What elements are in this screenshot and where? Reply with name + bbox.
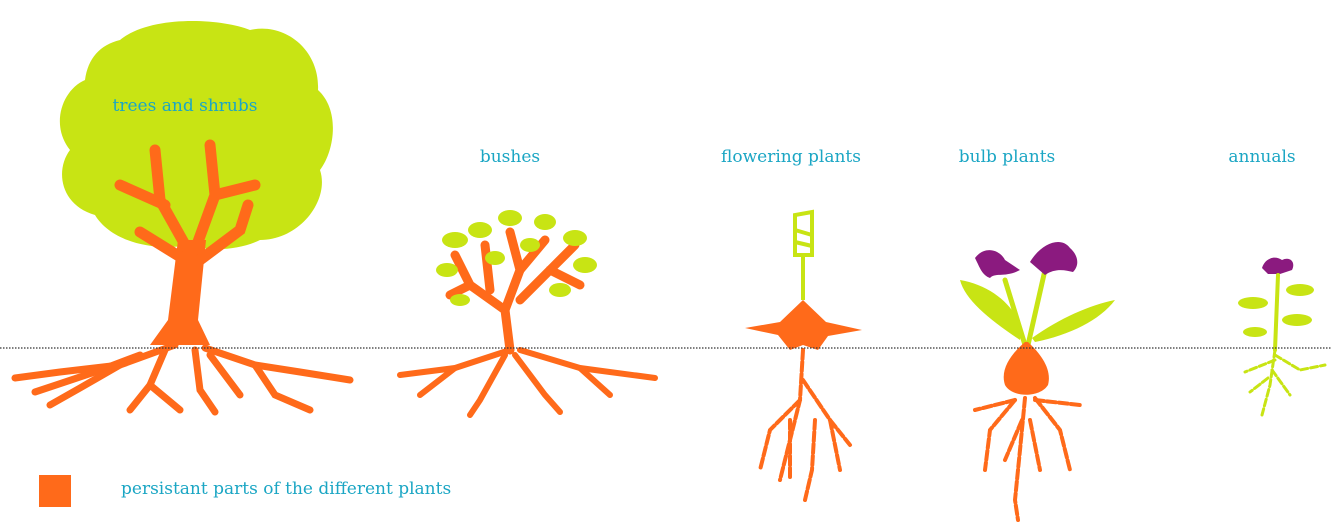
tree-illustration: [15, 21, 350, 412]
legend-label: persistant parts of the different plants: [121, 479, 451, 499]
bulb: [1004, 342, 1049, 395]
bulb-flower-right: [1030, 242, 1077, 275]
flowering-plant-illustration: [745, 212, 862, 500]
annual-illustration: [1238, 258, 1325, 415]
bulb-leaf-right: [1032, 300, 1115, 342]
tree-crown: [60, 21, 333, 249]
tree-roots: [15, 345, 350, 412]
bush-illustration: [400, 210, 655, 415]
legend-swatch: [39, 475, 71, 507]
annual-roots: [1245, 350, 1325, 415]
label-annuals: annuals: [1228, 147, 1295, 167]
bulb-flower-left: [975, 250, 1020, 278]
label-trees-and-shrubs: trees and shrubs: [113, 96, 258, 116]
bulb-plant-illustration: [960, 242, 1115, 520]
annual-stem: [1275, 275, 1278, 350]
flowering-leaf-rosette: [745, 300, 862, 350]
label-bushes: bushes: [480, 147, 540, 167]
bush-roots: [400, 350, 655, 415]
bulb-roots: [975, 398, 1080, 520]
label-flowering-plants: flowering plants: [721, 147, 861, 167]
label-bulb-plants: bulb plants: [959, 147, 1056, 167]
annual-flower: [1262, 258, 1293, 274]
flowering-roots: [760, 350, 850, 500]
flowering-stem-flower: [795, 212, 812, 300]
